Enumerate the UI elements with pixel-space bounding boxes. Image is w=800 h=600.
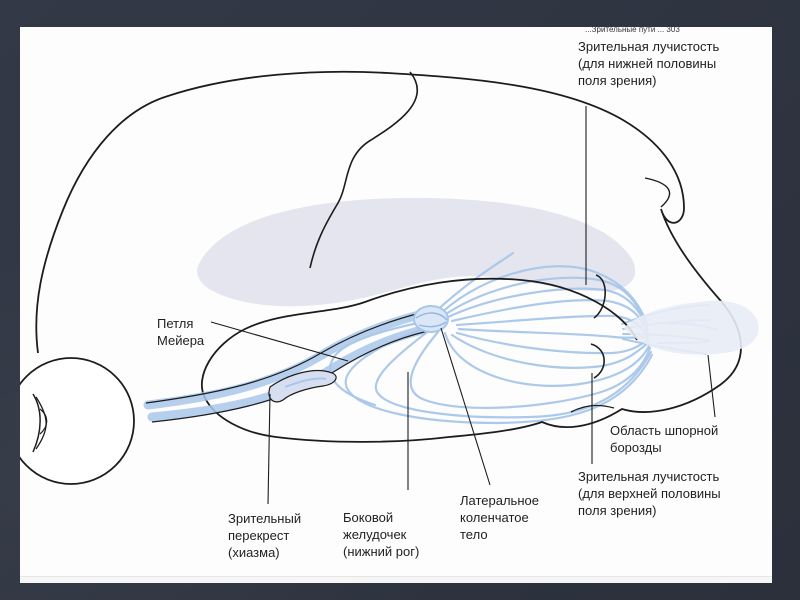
- lower-radiation-bracket: [590, 343, 605, 379]
- label-lateral-geniculate-body: Латеральное коленчатое тело: [460, 493, 539, 542]
- brain-diagram: [20, 70, 759, 505]
- label-optic-radiation-lower: Зрительная лучистость (для нижней полови…: [578, 39, 720, 88]
- partial-caption: ...Зрительные пути ... 303: [585, 27, 680, 34]
- label-meyer-loop: Петля Мейера: [157, 316, 205, 348]
- leader-lines: [210, 106, 716, 505]
- label-optic-radiation-upper: Зрительная лучистость (для верхней полов…: [578, 469, 721, 518]
- central-sulcus: [309, 71, 418, 269]
- label-optic-chiasm: Зрительный перекрест (хиазма): [228, 511, 302, 560]
- lateral-geniculate-body: [413, 305, 449, 333]
- brain-outline: [35, 70, 742, 443]
- cropped-caption-strip: [20, 576, 772, 583]
- temporal-sulcus: [570, 404, 615, 413]
- lateral-ventricle-shadow: [197, 197, 636, 307]
- calcarine-area-shape: [624, 300, 759, 355]
- label-calcarine-area: Область шпорной борозды: [610, 423, 719, 455]
- textbook-figure: ...Зрительные пути ... 303: [20, 27, 772, 583]
- eyeball: [20, 357, 135, 485]
- label-lateral-ventricle: Боковой желудочек (нижний рог): [343, 510, 420, 559]
- parietal-sulcus: [644, 177, 671, 208]
- upper-radiation-bracket: [593, 274, 606, 319]
- optic-radiation-fibers: [329, 251, 654, 425]
